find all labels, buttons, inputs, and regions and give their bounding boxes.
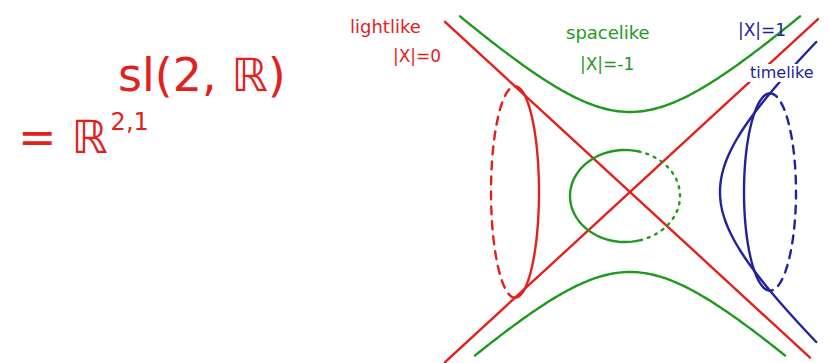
spacelike-waist-hidden — [639, 151, 680, 240]
cone-section-hidden — [491, 86, 515, 298]
timelike-label: timelike — [748, 64, 816, 82]
spacelike-waist — [570, 150, 639, 242]
timelike-hyperbola — [720, 42, 816, 342]
light-cone-line — [445, 19, 818, 362]
lightlike-label: lightlike — [350, 18, 421, 36]
spacelike-hyperbola — [475, 272, 785, 356]
algebra-name: sl(2, ℝ) — [118, 52, 286, 98]
timelike-section-hidden — [770, 93, 796, 290]
cone-section — [515, 86, 539, 298]
space-signature: 2,1 — [111, 110, 149, 134]
spacelike-label: spacelike — [566, 24, 650, 42]
norm-label: |X|=0 — [393, 48, 441, 65]
space-name: = ℝ — [18, 114, 108, 160]
norm-label: |X|=1 — [738, 22, 786, 39]
norm-label: |X|=-1 — [580, 56, 634, 73]
timelike-section — [744, 93, 770, 290]
